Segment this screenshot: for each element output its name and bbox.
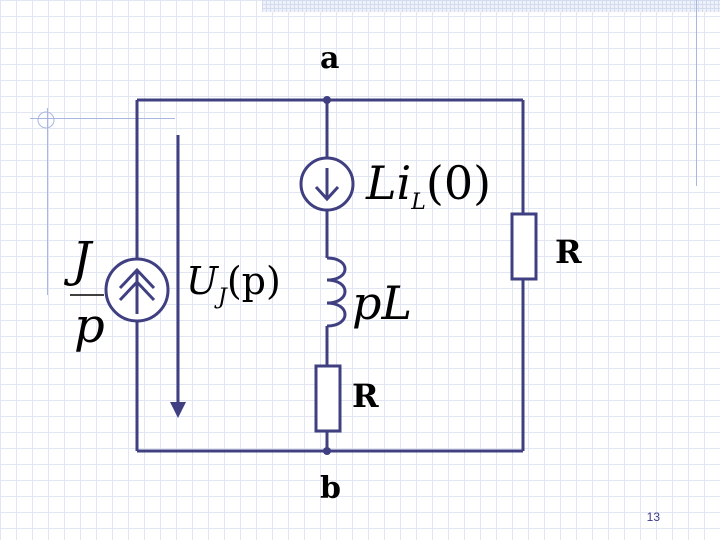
node-a-dot [323, 96, 331, 104]
node-b-dot [323, 447, 331, 455]
decorative-line-vertical-left [47, 108, 48, 295]
initial-source-argument: (0) [425, 156, 492, 210]
initial-source-label: LiL(0) [366, 160, 491, 214]
decorative-line-horizontal [30, 118, 175, 119]
initial-source-subscript: L [411, 190, 426, 215]
current-source-icon [104, 257, 170, 323]
node-b-label: b [320, 471, 341, 506]
inductor-label: pL [352, 276, 412, 330]
header-pattern-band [262, 0, 720, 12]
resistor-middle-icon [314, 364, 342, 433]
voltage-subscript: J [218, 285, 227, 310]
inductor-icon [326, 256, 347, 328]
voltage-argument: (p) [226, 259, 281, 303]
decorative-line-vertical-right [696, 0, 697, 186]
page-number: 13 [646, 510, 660, 524]
node-a-label: a [320, 41, 340, 76]
resistor-right-icon [510, 212, 538, 281]
source-numerator: J [72, 232, 92, 288]
voltage-label: UJ(p) [186, 262, 281, 309]
voltage-arrow-icon [170, 135, 186, 418]
resistor-middle-label: R [352, 377, 379, 415]
crosshair-mark [37, 111, 55, 129]
voltage-symbol: U [186, 259, 219, 303]
initial-source-symbol: Li [366, 156, 412, 210]
resistor-right-label: R [555, 233, 582, 271]
initial-current-source-icon [299, 156, 355, 212]
source-denominator: p [74, 298, 105, 354]
